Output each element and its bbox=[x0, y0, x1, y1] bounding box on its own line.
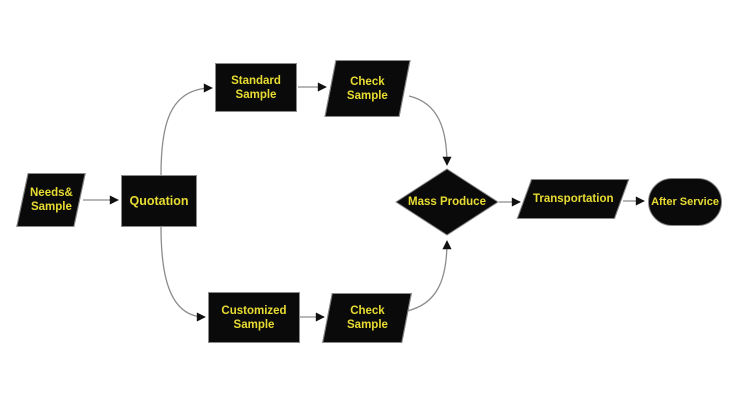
edge-quotation-to-customized-sample bbox=[160, 226, 206, 322]
node-mass-produce-label: Mass Produce bbox=[408, 196, 486, 208]
node-transportation: Transportation bbox=[516, 179, 630, 219]
node-standard-sample: Standard Sample bbox=[215, 63, 297, 112]
node-standard-sample-label: Standard Sample bbox=[231, 74, 281, 101]
node-after-service-label: After Service bbox=[651, 196, 719, 208]
diamond-shape bbox=[395, 168, 499, 236]
node-after-service: After Service bbox=[648, 178, 722, 226]
node-customized-sample: Customized Sample bbox=[208, 292, 300, 343]
node-quotation: Quotation bbox=[121, 175, 197, 227]
node-needs-sample: Needs& Sample bbox=[16, 173, 86, 227]
node-quotation-label: Quotation bbox=[129, 194, 189, 208]
node-check-sample-bottom: Check Sample bbox=[322, 293, 412, 343]
node-mass-produce: Mass Produce bbox=[395, 168, 499, 236]
node-transportation-label: Transportation bbox=[532, 193, 614, 205]
edge-quotation-to-standard-sample bbox=[160, 83, 213, 176]
node-check-sample-bottom-label: Check Sample bbox=[346, 305, 388, 331]
node-check-sample-top: Check Sample bbox=[324, 60, 411, 117]
edge-check-sample-top-to-mass-produce bbox=[408, 95, 452, 166]
node-needs-sample-label: Needs& Sample bbox=[29, 187, 73, 213]
edge-check-sample-bottom-to-mass-produce bbox=[406, 240, 452, 312]
node-customized-sample-label: Customized Sample bbox=[221, 304, 287, 331]
node-check-sample-top-label: Check Sample bbox=[347, 75, 388, 102]
